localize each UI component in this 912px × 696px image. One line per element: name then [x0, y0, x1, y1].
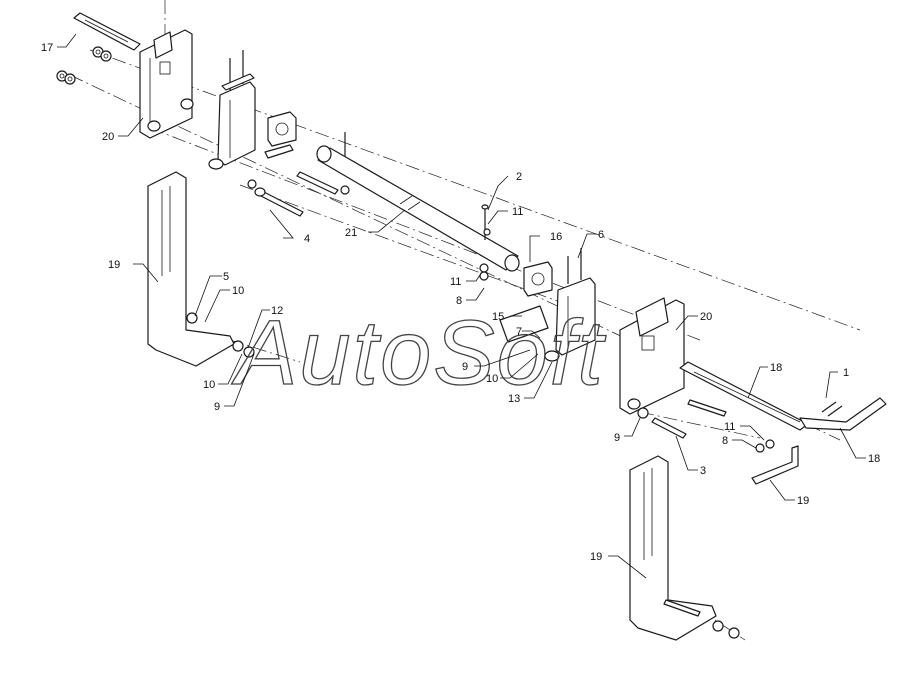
callout-8-a: 8 — [456, 295, 462, 307]
callout-3: 3 — [700, 465, 706, 477]
part-17-arm — [73, 12, 141, 51]
bolt-set-left — [247, 132, 350, 217]
callout-21: 21 — [345, 227, 357, 239]
callout-9-c: 9 — [614, 432, 620, 444]
callout-18-upper: 18 — [868, 453, 880, 465]
part-19-leg-left — [147, 171, 255, 367]
callout-10-a: 10 — [232, 285, 244, 297]
callout-1: 1 — [843, 367, 849, 379]
callout-10-b: 10 — [203, 379, 215, 391]
callout-9-a: 9 — [214, 401, 220, 413]
callout-19-left: 19 — [108, 259, 120, 271]
callout-14: 16 — [550, 231, 562, 243]
u-bracket-left — [208, 50, 256, 170]
callout-20-left: 20 — [102, 131, 114, 143]
part-18-handle-upper — [799, 397, 887, 431]
callout-2: 2 — [516, 171, 522, 183]
callout-11-c: 11 — [724, 421, 735, 433]
callout-9-b: 9 — [462, 361, 468, 373]
part-21-shaft — [316, 145, 520, 272]
callout-19-right: 19 — [590, 551, 602, 563]
callout-11-b: 11 — [450, 276, 461, 288]
callout-7: 7 — [516, 326, 522, 338]
callout-8-b: 8 — [722, 435, 728, 447]
callout-13: 13 — [508, 393, 520, 405]
callout-labels: 17 20 4 21 2 11 19 5 10 11 8 16 6 12 10 … — [41, 42, 880, 563]
washer-nut-set-top-left — [56, 46, 112, 85]
bolt-set-right — [637, 399, 843, 453]
callout-4: 4 — [304, 233, 310, 245]
part-20-plate-left — [139, 29, 194, 139]
callout-12: 12 — [271, 305, 283, 317]
clamp-block-left — [264, 111, 297, 159]
u-bracket-right — [499, 248, 596, 362]
part-19-leg-right — [629, 455, 740, 641]
callout-5: 5 — [223, 271, 229, 283]
callout-6: 6 — [598, 229, 604, 241]
callout-17: 17 — [41, 42, 53, 54]
callout-leaders — [57, 33, 866, 579]
bolt-vertical-centre — [479, 204, 491, 281]
part-18-handle-lower — [751, 445, 799, 485]
callout-11-a: 11 — [512, 206, 523, 218]
part-16-slide-arm — [679, 361, 809, 431]
callout-10-c: 10 — [486, 373, 498, 385]
clamp-block-right — [523, 261, 553, 297]
part-20-plate-right — [619, 297, 685, 415]
callout-18-lower: 19 — [797, 495, 809, 507]
callout-15: 15 — [492, 311, 504, 323]
watermark-text: AutoSoft — [231, 302, 606, 404]
assembly-axes — [69, 0, 861, 641]
callout-20-right: 20 — [700, 311, 712, 323]
callout-16: 18 — [770, 362, 782, 374]
